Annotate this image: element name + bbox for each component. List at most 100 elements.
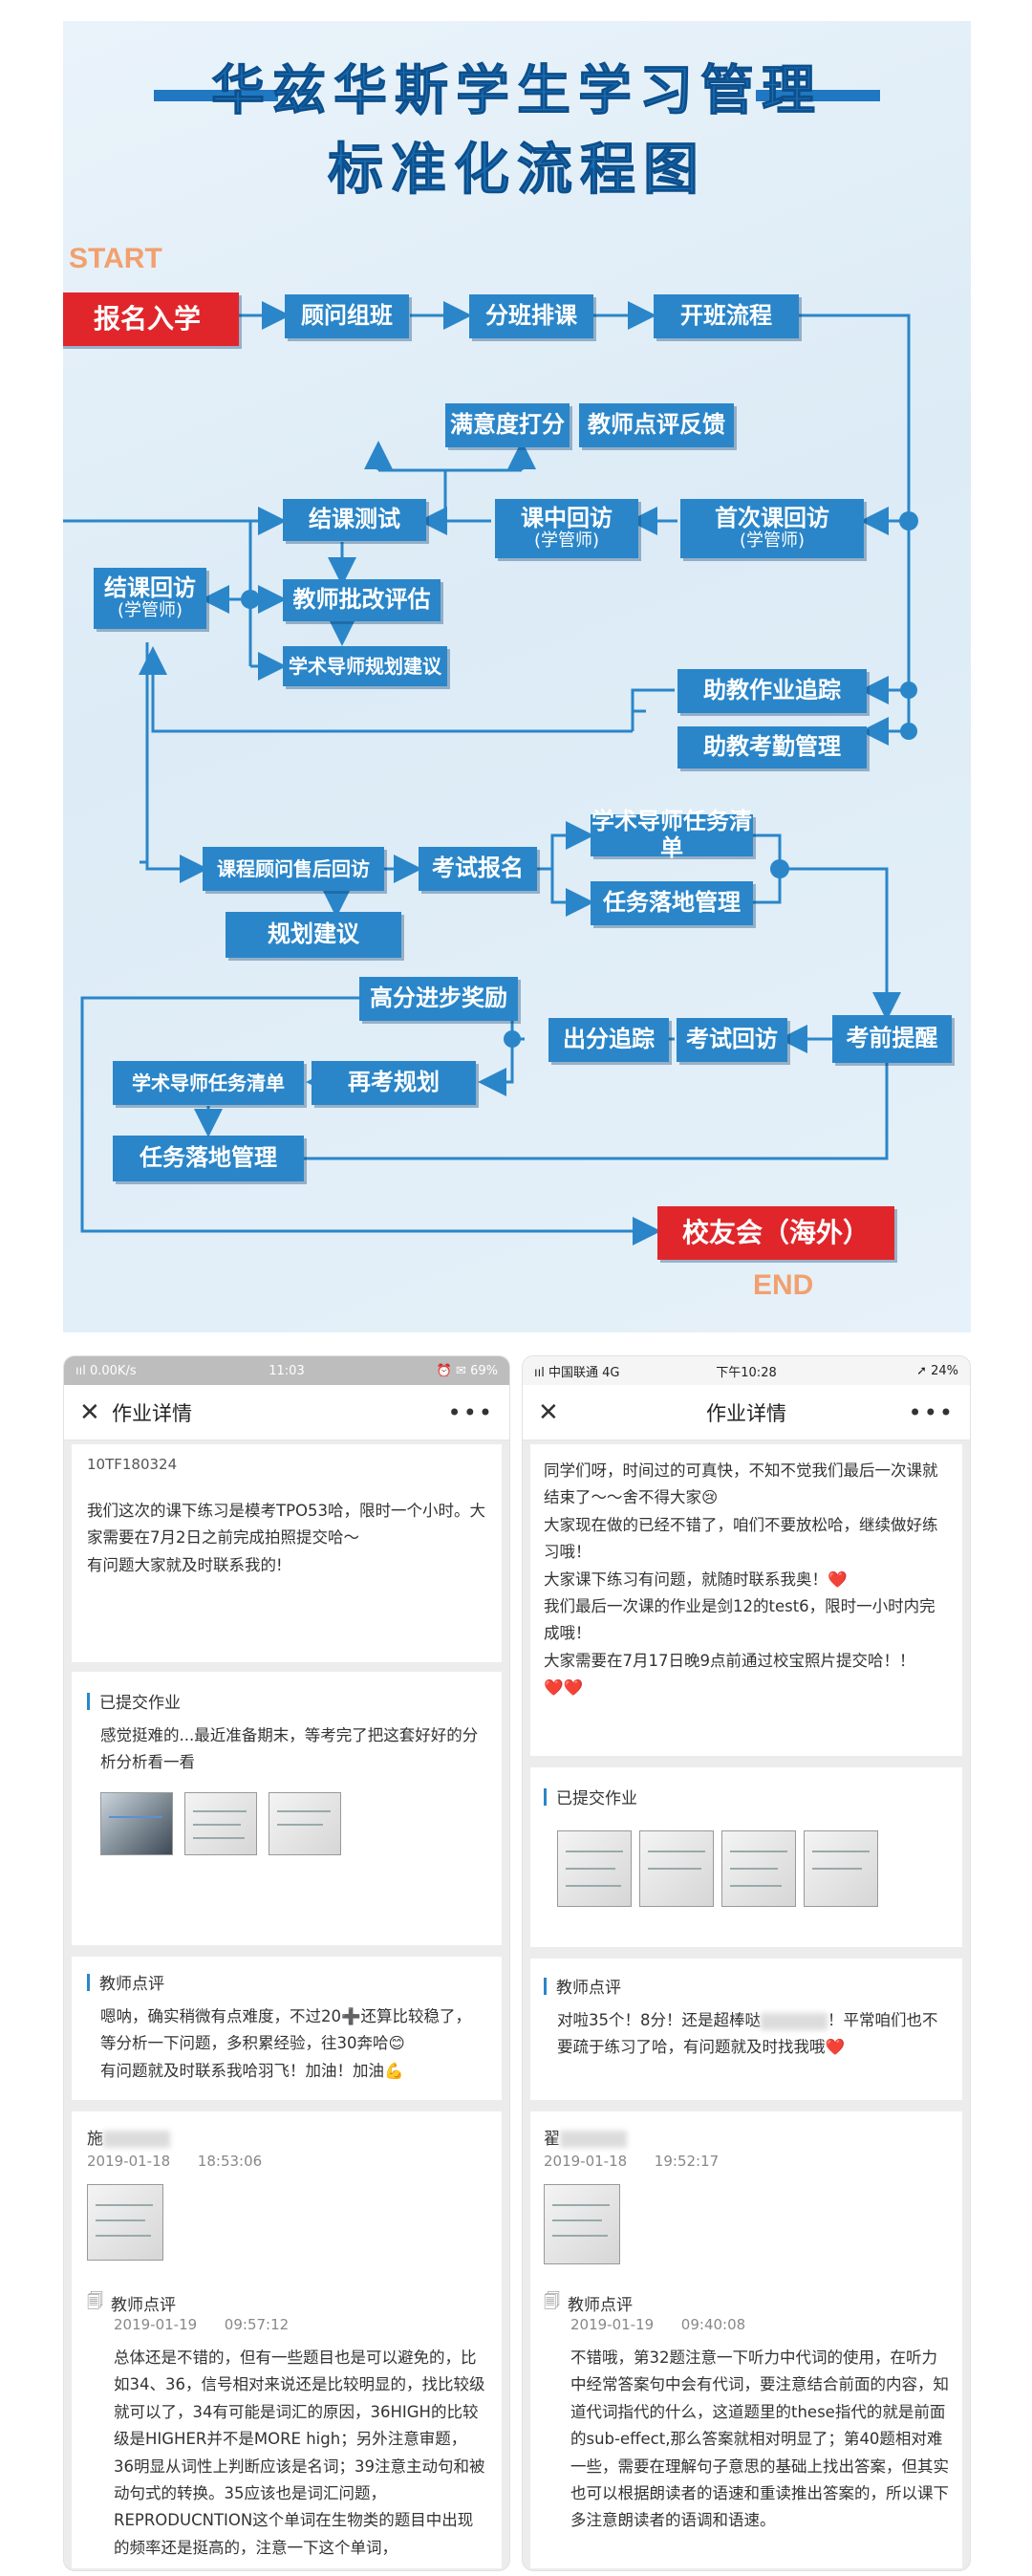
student-date: 2019-01-18 <box>544 2153 628 2170</box>
right-review-heading: 教师点评 <box>544 1974 949 1998</box>
section-bar <box>87 1973 90 1991</box>
left-review-heading-text: 教师点评 <box>99 1975 164 1994</box>
name-redaction <box>560 2131 627 2148</box>
right-review-text-a: 对啦35个！8分！还是超棒哒 <box>557 2011 761 2029</box>
submission-photo[interactable] <box>639 1830 714 1907</box>
node-exam-signup: 考试报名 <box>419 847 537 891</box>
node-high-score-award: 高分进步奖励 <box>359 977 518 1021</box>
left-review-text: 嗯呐，确实稍微有点难度，不过20➕还算比较稳了，等分析一下问题，多积累经验，往3… <box>100 2007 472 2080</box>
more-icon[interactable]: ••• <box>908 1398 955 1426</box>
right-screenshot: ııl 中国联通 4G 下午10:28 ➚ 24% ✕ 作业详情 ••• 同学们… <box>522 1355 971 2571</box>
review2-time: 09:57:12 <box>224 2316 290 2333</box>
node-mid-visit-sub: (学管师) <box>533 530 600 552</box>
right-review-heading-text: 教师点评 <box>556 1979 621 1998</box>
right-assignment-card: 同学们呀，时间过的可真快，不知不觉我们最后一次课就结束了～～舍不得大家😢 大家现… <box>530 1444 962 1756</box>
node-end-visit-sub: (学管师) <box>117 600 183 621</box>
poster-title-line2: 标准化流程图 <box>327 137 706 203</box>
node-mid-visit-label: 课中回访 <box>521 504 613 531</box>
node-class-start: 开班流程 <box>654 294 799 338</box>
right-review-text: 对啦35个！8分！还是超棒哒！平常咱们也不要疏于练习了哈，有问题就及时找我哦❤️ <box>544 2007 949 2062</box>
node-teacher-grading: 教师批改评估 <box>283 579 441 621</box>
left-status-battery: ⏰ ✉ 69% <box>436 1363 498 1378</box>
node-mid-visit: 课中回访 (学管师) <box>495 499 638 558</box>
review2-heading-text: 教师点评 <box>110 2296 176 2315</box>
title-bar-left <box>154 90 278 101</box>
start-label: START <box>69 243 162 274</box>
course-code: 10TF180324 <box>87 1456 178 1473</box>
comment-icon: 🗐 <box>544 2292 560 2311</box>
review2-heading: 🗐 教师点评 <box>544 2289 633 2317</box>
submission-photo[interactable] <box>184 1792 257 1855</box>
node-first-visit-label: 首次课回访 <box>715 504 829 531</box>
student-photo[interactable] <box>544 2184 620 2264</box>
left-review-heading: 教师点评 <box>87 1970 486 1994</box>
section-bar <box>544 1787 547 1806</box>
student-photo[interactable] <box>87 2184 163 2261</box>
node-after-sales: 课程顾问售后回访 <box>203 847 384 891</box>
student-name-row: 施 <box>87 2125 486 2149</box>
node-task-exec: 任务落地管理 <box>591 881 753 925</box>
submission-photo[interactable] <box>100 1792 173 1855</box>
right-submitted-heading-text: 已提交作业 <box>556 1789 637 1808</box>
submission-photo[interactable] <box>804 1830 878 1907</box>
review2-text: 不错哦，第32题注意一下听力中代词的使用，在听力中经常答案句中会有代词，要注意结… <box>570 2349 949 2530</box>
close-icon[interactable]: ✕ <box>79 1397 100 1427</box>
left-status-bar: ııl 0.00K/s 11:03 ⏰ ✉ 69% <box>64 1356 509 1385</box>
student-name-row: 翟 <box>544 2125 949 2149</box>
right-page-title: 作业详情 <box>706 1401 786 1425</box>
node-exam-visit: 考试回访 <box>677 1018 787 1062</box>
left-submitted-text: 感觉挺难的...最近准备期末，等考完了把这套好好的分析分析看一看 <box>100 1726 479 1772</box>
title-bar-right <box>756 90 880 101</box>
review2-date: 2019-01-19 <box>114 2316 198 2333</box>
student-timestamp: 2019-01-18 19:52:17 <box>544 2153 949 2170</box>
right-assignment-notice: 同学们呀，时间过的可真快，不知不觉我们最后一次课就结束了～～舍不得大家😢 大家现… <box>544 1461 938 1697</box>
left-submitted-heading-text: 已提交作业 <box>99 1694 181 1713</box>
node-mentor-tasks: 学术导师任务清单 <box>591 808 753 861</box>
submission-photo[interactable] <box>721 1830 796 1907</box>
close-icon[interactable]: ✕ <box>538 1397 559 1427</box>
left-nav-bar: ✕ 作业详情 ••• <box>64 1385 509 1440</box>
section-bar <box>87 1692 90 1710</box>
right-comment-card: 翟 2019-01-18 19:52:17 🗐 教师点评 2019-01-19 … <box>530 2111 962 2568</box>
student-time: 19:52:17 <box>654 2153 720 2170</box>
student-timestamp: 2019-01-18 18:53:06 <box>87 2153 486 2170</box>
node-alumni: 校友会（海外） <box>657 1206 894 1260</box>
node-retest-plan: 再考规划 <box>312 1061 476 1105</box>
node-class-split: 分班排课 <box>469 294 593 338</box>
student-time: 18:53:06 <box>197 2153 263 2170</box>
right-nav-bar: ✕ 作业详情 ••• <box>523 1385 970 1440</box>
node-pre-exam-reminder: 考前提醒 <box>832 1015 952 1063</box>
comment-icon: 🗐 <box>87 2292 103 2311</box>
node-advisor-group: 顾问组班 <box>285 294 409 338</box>
submission-photo[interactable] <box>557 1830 632 1907</box>
node-enroll: 报名入学 <box>63 292 239 346</box>
more-icon[interactable]: ••• <box>447 1398 494 1426</box>
submission-photo[interactable] <box>269 1792 341 1855</box>
node-task-exec-2: 任务落地管理 <box>113 1136 304 1181</box>
review2-time: 09:40:08 <box>680 2316 746 2333</box>
flowchart-poster: 华兹华斯学生学习管理 标准化流程图 <box>63 21 971 1332</box>
node-end-visit-label: 结课回访 <box>104 574 196 601</box>
review2-timestamp: 2019-01-19 09:40:08 <box>570 2316 745 2333</box>
node-teacher-feedback: 教师点评反馈 <box>579 403 734 447</box>
node-plan-advice: 规划建议 <box>226 912 401 958</box>
student-name: 施 <box>87 2130 103 2149</box>
right-submission-card: 已提交作业 <box>530 1767 962 1947</box>
node-final-test: 结课测试 <box>283 499 426 541</box>
node-satisfaction: 满意度打分 <box>445 403 570 447</box>
left-submission-card: 已提交作业 感觉挺难的...最近准备期末，等考完了把这套好好的分析分析看一看 <box>72 1672 502 1945</box>
left-status-time: 11:03 <box>269 1363 305 1378</box>
name-redaction <box>103 2131 170 2148</box>
node-mentor-tasks-2: 学术导师任务清单 <box>113 1061 304 1105</box>
student-name: 翟 <box>544 2130 560 2149</box>
right-status-signal: ııl 中国联通 4G <box>534 1365 620 1380</box>
student-date: 2019-01-18 <box>87 2153 171 2170</box>
left-screenshot: ııl 0.00K/s 11:03 ⏰ ✉ 69% ✕ 作业详情 ••• 10T… <box>63 1355 510 2571</box>
node-ta-attendance: 助教考勤管理 <box>677 726 867 768</box>
left-comment-card: 施 2019-01-18 18:53:06 🗐 教师点评 2019-01-19 … <box>72 2111 502 2568</box>
review2-timestamp: 2019-01-19 09:57:12 <box>114 2316 289 2333</box>
right-submitted-heading: 已提交作业 <box>544 1785 949 1808</box>
right-review-card: 教师点评 对啦35个！8分！还是超棒哒！平常咱们也不要疏于练习了哈，有问题就及时… <box>530 1959 962 2100</box>
left-page-title: 作业详情 <box>112 1401 192 1425</box>
review2-text: 总体还是不错的，但有一些题目也是可以避免的，比如34、36，信号相对来说还是比较… <box>114 2349 485 2557</box>
